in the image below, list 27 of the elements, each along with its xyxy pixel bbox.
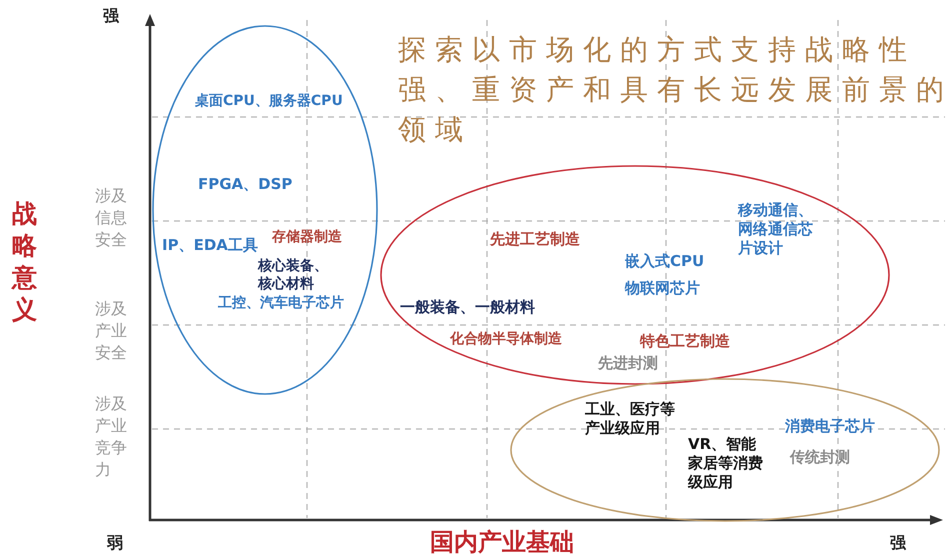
- category-label: 桌面CPU、服务器CPU: [195, 93, 343, 110]
- axis-end-label: 强: [890, 533, 906, 553]
- category-label: 特色工艺制造: [640, 332, 730, 351]
- category-label: 先进封测: [598, 354, 658, 373]
- annotation-text: 探索以市场化的方式支持战略性强、重资产和具有长远发展前景的领域: [398, 32, 947, 148]
- category-label: 消费电子芯片: [785, 417, 875, 436]
- axis-title: 国内产业基础: [430, 527, 574, 557]
- category-label: 化合物半导体制造: [450, 331, 562, 348]
- category-label: 移动通信、网络通信芯片设计: [738, 201, 814, 258]
- category-label: 一般装备、一般材料: [400, 298, 535, 317]
- category-label: 存储器制造: [272, 229, 342, 246]
- level-label: 涉及信息安全: [95, 185, 128, 251]
- category-label: 嵌入式CPU: [625, 252, 704, 271]
- category-label: 核心装备、核心材料: [258, 258, 329, 293]
- category-label: VR、智能家居等消费级应用: [688, 435, 764, 492]
- axis-end-label: 强: [103, 6, 119, 26]
- axis-title: 战略意义: [12, 198, 38, 326]
- axis-end-label: 弱: [107, 533, 123, 553]
- category-label: 工控、汽车电子芯片: [218, 295, 344, 312]
- category-label: 传统封测: [790, 448, 850, 467]
- category-label: 物联网芯片: [625, 279, 700, 298]
- category-label: IP、EDA工具: [162, 236, 258, 255]
- category-label: FPGA、DSP: [198, 175, 292, 194]
- level-label: 涉及产业竞争力: [95, 393, 128, 481]
- category-label: 工业、医疗等产业级应用: [585, 400, 676, 438]
- category-label: 先进工艺制造: [490, 230, 580, 249]
- level-label: 涉及产业安全: [95, 298, 128, 364]
